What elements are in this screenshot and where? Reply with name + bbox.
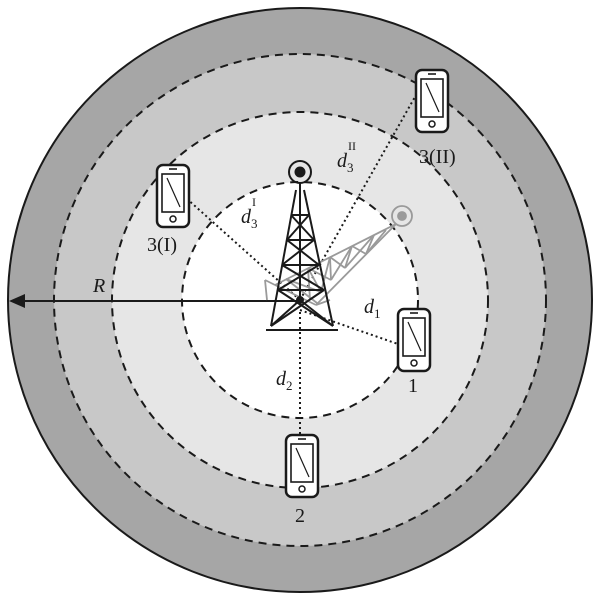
phone-icon xyxy=(155,163,191,229)
phone-icon xyxy=(414,68,450,134)
tower-icon xyxy=(266,160,338,331)
d2-label: d2 xyxy=(276,368,293,393)
user-3II-label: 3(II) xyxy=(419,146,456,168)
phone-icon xyxy=(284,433,320,499)
d3I-label: d3I xyxy=(241,195,258,231)
phone-icon xyxy=(396,307,432,373)
d1-label: d1 xyxy=(364,296,381,321)
user-3I-label: 3(I) xyxy=(147,234,177,256)
d3II-label: d3II xyxy=(337,139,356,175)
distance-line-d1 xyxy=(299,309,399,345)
radius-arrowhead xyxy=(9,294,25,308)
radius-label: R xyxy=(92,275,105,297)
distance-line-d3I xyxy=(185,197,301,301)
user-2-label: 2 xyxy=(295,505,305,527)
user-1-label: 1 xyxy=(408,375,418,397)
